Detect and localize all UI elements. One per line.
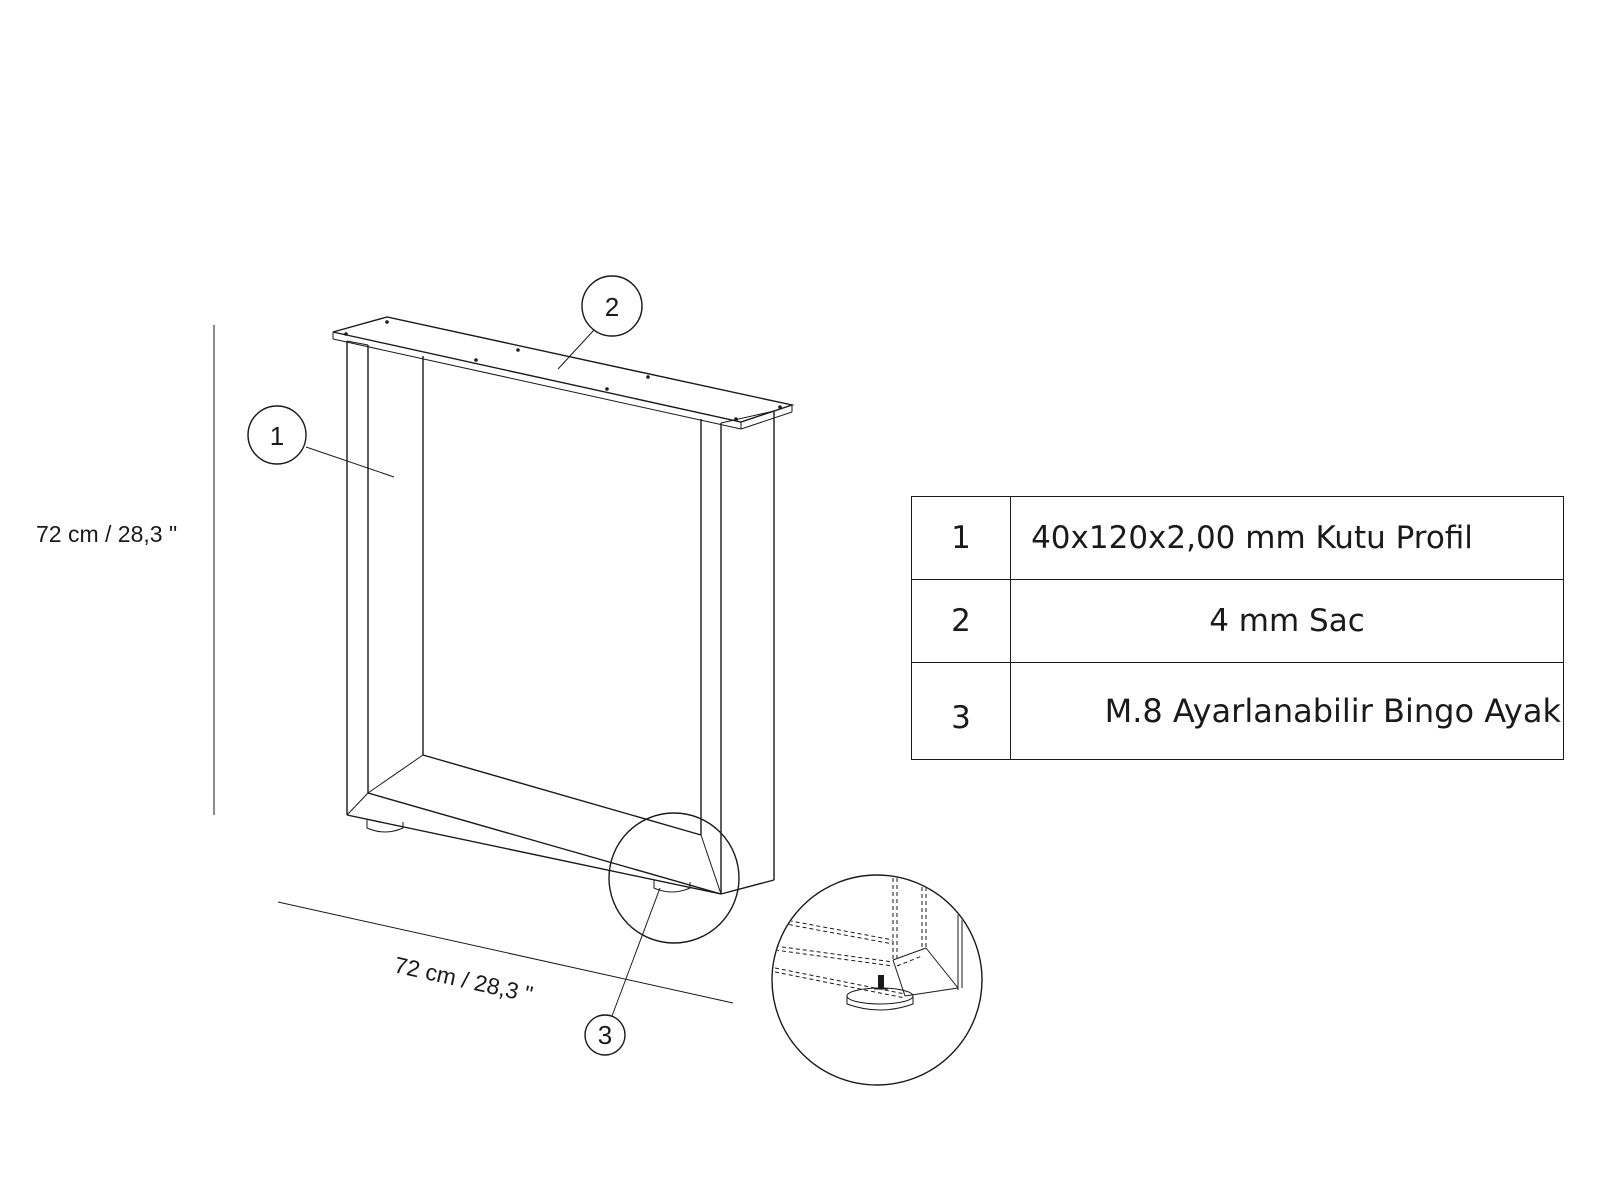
callout-1: 1 (247, 405, 395, 478)
leveling-foot-right (653, 880, 691, 893)
callout-3: 3 (584, 887, 661, 1056)
part-description: M.8 Ayarlanabilir Bingo Ayak (1010, 662, 1564, 760)
width-dimension-line (277, 901, 734, 1004)
detail-marker-circle (608, 812, 740, 944)
callout-2: 2 (557, 275, 643, 370)
part-number: 2 (911, 579, 1011, 663)
height-dimension-label: 72 cm / 28,3 " (36, 521, 177, 547)
table-leg-frame (332, 316, 795, 895)
svg-text:3: 3 (598, 1020, 612, 1050)
plate-screw-holes (344, 320, 782, 421)
part-description: 40x120x2,00 mm Kutu Profil (1010, 496, 1564, 580)
parts-table-row: 1 40x120x2,00 mm Kutu Profil (911, 496, 1564, 580)
parts-table: 1 40x120x2,00 mm Kutu Profil 2 4 mm Sac … (911, 496, 1564, 760)
part-number: 3 (911, 662, 1011, 760)
svg-text:2: 2 (605, 292, 619, 322)
part-number: 1 (911, 496, 1011, 580)
width-dimension-label: 72 cm / 28,3 " (392, 951, 535, 1007)
parts-table-row: 2 4 mm Sac (911, 579, 1564, 663)
top-plate (332, 316, 795, 423)
leveling-foot-left (366, 820, 404, 833)
detail-enlargement (771, 874, 983, 1086)
parts-table-row: 3 M.8 Ayarlanabilir Bingo Ayak (911, 662, 1564, 760)
svg-text:1: 1 (270, 421, 284, 451)
part-description: 4 mm Sac (1010, 579, 1564, 663)
